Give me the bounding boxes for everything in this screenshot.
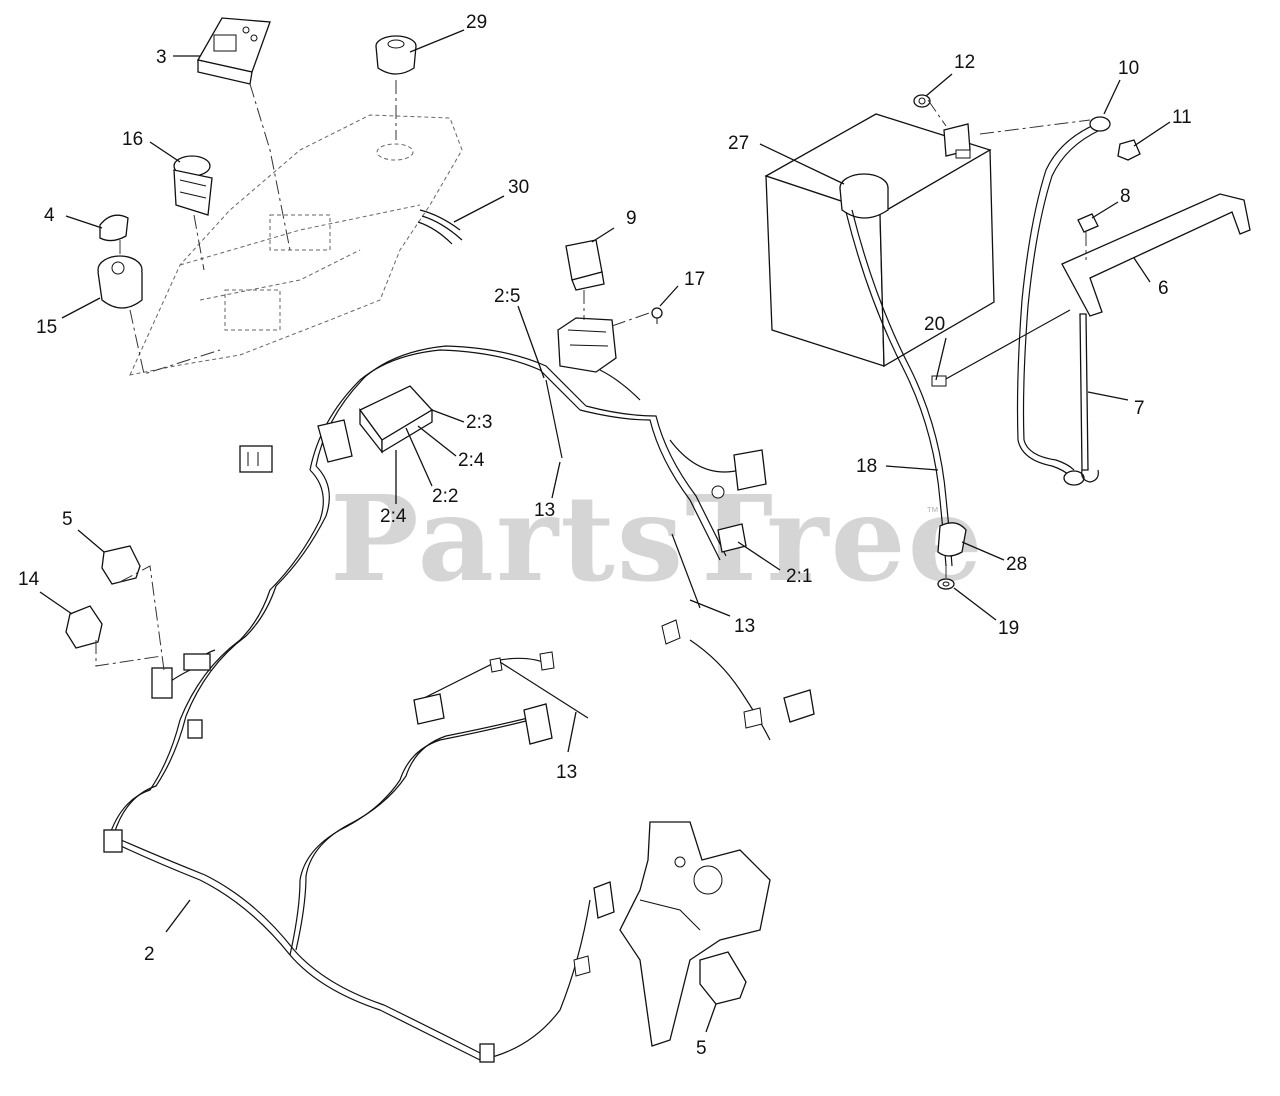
connector-center	[413, 651, 555, 745]
part-5-switch-upper	[101, 545, 141, 585]
callout-28: 28	[1006, 554, 1027, 575]
callout-12: 12	[954, 52, 975, 73]
connector-2-4-left	[239, 445, 273, 473]
callout-2-4-left: 2:4	[380, 506, 407, 527]
callout-20: 20	[924, 314, 945, 335]
callout-10: 10	[1118, 58, 1139, 79]
assembly-lines	[95, 80, 1091, 671]
part-14-seat-switch	[65, 605, 103, 649]
watermark-trademark: ™	[926, 504, 939, 519]
connector-plug	[317, 419, 353, 463]
connector-left-pair	[103, 653, 495, 1063]
relay-socket	[557, 317, 617, 373]
part-11-bolt	[1117, 139, 1141, 161]
part-19-washer	[937, 578, 955, 590]
connector-2-1	[711, 449, 767, 553]
callout-13-lower: 13	[556, 762, 577, 783]
part-17-screw	[651, 307, 663, 324]
part-8-clip	[1077, 213, 1099, 233]
callout-2-2: 2:2	[432, 486, 458, 507]
callout-2-4-right: 2:4	[458, 450, 485, 471]
callout-13-middle: 13	[734, 616, 755, 637]
connector-bottom	[573, 881, 615, 977]
dash-panel-frame	[129, 114, 463, 376]
connector-block-2-3	[359, 385, 434, 454]
callout-9: 9	[626, 208, 637, 229]
callout-18: 18	[856, 456, 877, 477]
callout-2-1: 2:1	[786, 566, 812, 587]
part-12-nut	[913, 94, 931, 108]
part-3-display-module	[196, 17, 271, 85]
part-5-switch-lower	[699, 951, 747, 1005]
callout-14: 14	[18, 569, 40, 590]
connector-lower-right	[743, 689, 815, 729]
part-20-strap	[931, 309, 1071, 387]
callout-27: 27	[728, 133, 749, 154]
callout-15: 15	[36, 317, 57, 338]
callout-2-3: 2:3	[466, 412, 492, 433]
part-30-dash-wires	[417, 209, 463, 245]
callout-2: 2	[144, 944, 155, 965]
pedal-bracket	[619, 821, 771, 1047]
part-6-hold-down-bracket	[1061, 193, 1251, 317]
callout-19: 19	[998, 618, 1019, 639]
leader-lines	[39, 29, 1171, 1033]
part-29-power-outlet	[375, 35, 417, 75]
callout-30: 30	[508, 177, 529, 198]
part-16-switch	[173, 155, 213, 216]
callout-13-upper: 13	[534, 500, 555, 521]
callout-29: 29	[466, 12, 487, 33]
part-15-ignition-switch	[97, 255, 143, 309]
callout-5-upper: 5	[62, 509, 73, 530]
callout-2-5: 2:5	[494, 286, 520, 307]
callout-3: 3	[156, 47, 167, 68]
callout-7: 7	[1134, 398, 1145, 419]
part-2-wiring-harness	[107, 345, 771, 1061]
callout-4: 4	[44, 205, 55, 226]
callouts: 3 29 16 4 15 30 9 17 2:5 2:3 2:4 2:2 2:4…	[18, 12, 1192, 1059]
cable-ties	[499, 379, 701, 719]
part-9-relay	[565, 239, 605, 291]
watermark-logo: PartsTree	[330, 469, 985, 608]
callout-16: 16	[122, 129, 143, 150]
part-7-hold-down-rod	[1079, 313, 1099, 483]
callout-6: 6	[1158, 278, 1169, 299]
part-4-key-cap	[99, 214, 129, 242]
callout-8: 8	[1120, 186, 1131, 207]
part-28-terminal-boot	[937, 522, 967, 557]
part-10-negative-cable	[1016, 116, 1111, 486]
callout-5-lower: 5	[696, 1038, 707, 1059]
callout-11: 11	[1172, 107, 1192, 128]
part-27-battery	[764, 113, 995, 368]
callout-17: 17	[684, 269, 705, 290]
